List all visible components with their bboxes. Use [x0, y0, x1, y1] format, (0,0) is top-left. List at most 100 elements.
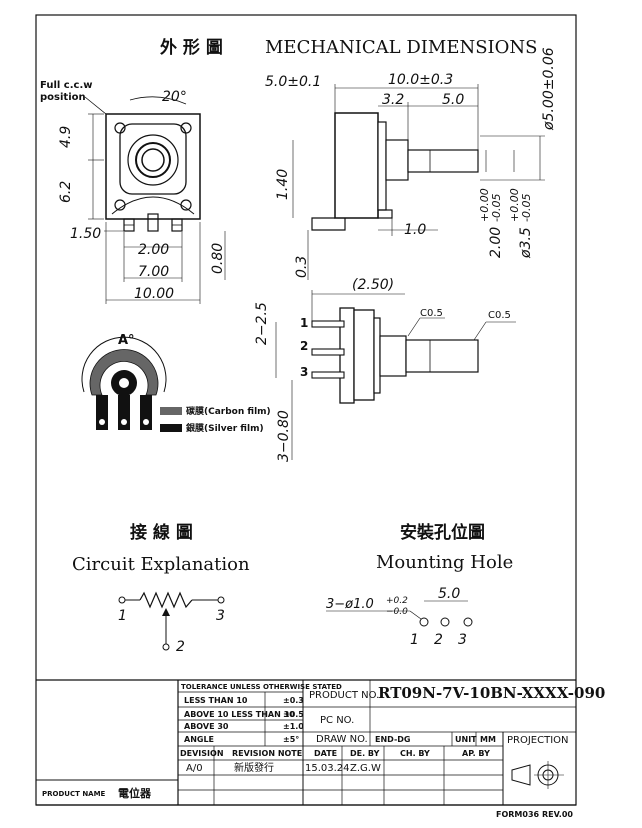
top-pin-label-3: 3	[300, 365, 308, 379]
chamfer-2: C0.5	[488, 310, 511, 321]
form-no: FORM036	[496, 810, 540, 819]
rev-no: REV.00	[542, 810, 573, 819]
top-shaft	[405, 339, 479, 373]
dim-10-00: 10.00	[134, 286, 174, 302]
circuit-pin-3: 3	[216, 608, 225, 624]
front-bezel	[119, 123, 187, 195]
product-no-label: PRODUCT NO.	[309, 690, 379, 701]
dim-2-50: (2.50)	[352, 277, 394, 293]
revision-value: A/0	[186, 763, 203, 774]
side-view: 5.0±0.1 10.0±0.3 3.2 5.0 ø5.00±0.06 1.40…	[265, 47, 557, 280]
tol-header: TOLERANCE UNLESS OTHERWISE STATED	[181, 683, 342, 691]
ccw-note-line1: Full c.c.w	[40, 80, 92, 91]
legend-silver-text: 銀膜(Silver film)	[186, 422, 264, 434]
legend-carbon-swatch	[160, 407, 182, 415]
legend-carbon-text: 碳膜(Carbon film)	[186, 405, 271, 417]
mounting-title-cn: 安裝孔位圖	[400, 522, 485, 543]
revision-note-label: REVISION NOTE	[232, 749, 302, 758]
mounting-title-en: Mounting Hole	[376, 552, 513, 573]
dim-3-0-80: 3−0.80	[276, 410, 292, 462]
ap-by-label: AP. BY	[462, 749, 490, 758]
circuit-title-en: Circuit Explanation	[72, 554, 250, 575]
side-body	[334, 112, 379, 219]
pc-no-label: PC NO.	[320, 715, 354, 726]
dim-1-40: 1.40	[275, 169, 291, 200]
tol-row-4-value: ±5°	[283, 735, 299, 744]
legend-silver-swatch	[160, 424, 182, 432]
dim-2-00-tol-up: +0.00	[478, 188, 491, 222]
mount-hole-tr	[180, 122, 192, 134]
hole-spec: 3−ø1.0	[326, 597, 374, 612]
angle-20: 20°	[162, 89, 187, 105]
hole-label-2: 2	[434, 632, 443, 648]
side-foot	[377, 209, 393, 219]
tol-row-3-label: ABOVE 30	[184, 722, 229, 731]
front-lower-arc	[111, 196, 195, 215]
product-name-value: 電位器	[118, 786, 152, 800]
revision-note-value: 新版發行	[234, 761, 274, 774]
date-label: DATE	[314, 749, 337, 758]
dim-2-00: 2.00	[138, 242, 169, 258]
dim-dia3-5-tol-dn: -0.05	[520, 194, 533, 222]
angle-arc	[129, 96, 187, 105]
top-body-right	[353, 309, 375, 401]
wiper-arrow	[162, 608, 170, 616]
side-shaft	[407, 149, 479, 173]
unit-label: UNIT	[455, 735, 477, 744]
hole-tol-dn: −0.0	[386, 607, 408, 617]
tol-row-2-label: ABOVE 10 LESS THAN 30	[184, 710, 295, 719]
dim-2-00-tol-dn: -0.05	[490, 194, 503, 222]
chamfer-1: C0.5	[420, 308, 443, 319]
de-by-label: DE. BY	[350, 749, 380, 758]
circuit-pin-2: 2	[176, 639, 185, 655]
pin-2	[147, 213, 159, 232]
projection-symbol-icon	[511, 761, 564, 789]
dim-dia5: ø5.00±0.06	[541, 47, 557, 131]
dim-dia3-5: ø3.5	[518, 227, 534, 259]
top-pin-3	[311, 371, 345, 379]
tol-row-4-label: ANGLE	[184, 735, 214, 744]
side-bushing-flange	[377, 121, 387, 211]
product-name-label: PRODUCT NAME	[42, 790, 106, 798]
unit-value: MM	[480, 735, 496, 744]
hole-label-1: 1	[410, 632, 419, 648]
resistor-symbol	[139, 591, 193, 609]
side-bushing	[385, 139, 409, 181]
draw-no-value: END-DG	[375, 735, 410, 744]
dim-1-50: 1.50	[70, 226, 101, 242]
top-pin-label-1: 1	[300, 316, 308, 330]
revision-label: DEVISION	[180, 749, 224, 758]
dim-3-2: 3.2	[382, 92, 404, 108]
top-flange	[373, 317, 381, 394]
side-pin-bend	[311, 217, 346, 231]
ch-by-label: CH. BY	[400, 749, 430, 758]
dim-10-0: 10.0±0.3	[388, 72, 453, 88]
title-cn: 外 形 圖	[160, 37, 223, 58]
top-view: (2.50) 2−2.5 3−0.80 1 2 3 C0.5 C0.5	[254, 277, 516, 462]
tol-row-1-value: ±0.3	[283, 696, 304, 705]
terminal-right	[140, 395, 152, 430]
top-pin-label-2: 2	[300, 339, 308, 353]
terminal-mid	[118, 395, 130, 430]
front-view: Full c.c.w position 20° 4.9 6.2 1.50 2.0…	[40, 80, 226, 304]
title-block: TOLERANCE UNLESS OTHERWISE STATED LESS T…	[36, 679, 605, 819]
front-shaft-inner	[141, 148, 165, 172]
tol-row-1-label: LESS THAN 10	[184, 696, 248, 705]
dim-7-00: 7.00	[138, 264, 169, 280]
draw-no-label: DRAW NO.	[316, 734, 368, 745]
hole-tol-up: +0.2	[386, 596, 408, 606]
dim-0-3: 0.3	[294, 256, 310, 278]
tol-row-2-value: ±0.5	[283, 710, 304, 719]
dim-2-2-5: 2−2.5	[254, 302, 270, 345]
hole-1	[419, 617, 429, 627]
top-pin-1	[311, 320, 345, 328]
dim-6-2: 6.2	[58, 181, 74, 203]
tol-row-3-value: ±1.0	[283, 722, 304, 731]
terminal-left	[96, 395, 108, 430]
top-pin-2	[311, 348, 345, 356]
front-knob-ring	[127, 134, 179, 186]
projection-label: PROJECTION	[507, 735, 569, 746]
front-shaft-outer	[135, 142, 171, 178]
ccw-note-line2: position	[40, 92, 86, 103]
